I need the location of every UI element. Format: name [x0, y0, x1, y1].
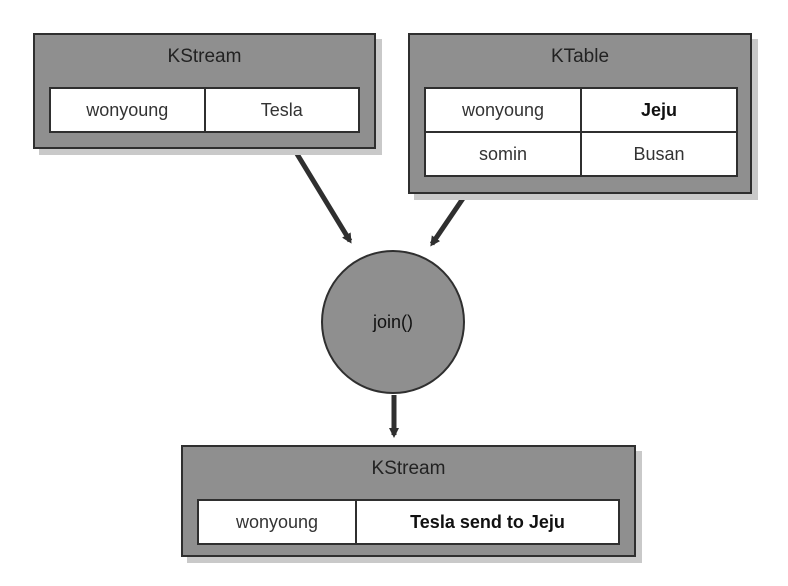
ktable-title: KTable [550, 46, 610, 67]
ktable-row-value: Jeju [580, 89, 736, 131]
kstream-output-title: KStream [371, 458, 446, 479]
kstream-input-title: KStream [167, 46, 242, 67]
kstream-input-record: wonyoung Tesla [49, 87, 360, 133]
ktable-box: KTable wonyoung Jeju somin Busan [408, 33, 752, 194]
ktable-row-key: somin [478, 143, 527, 164]
ktable-row: wonyoung Jeju [424, 87, 738, 133]
join-label: join() [372, 311, 413, 332]
kstream-output-value: Tesla send to Jeju [355, 501, 618, 543]
kstream-output-record: wonyoung Tesla send to Jeju [197, 499, 620, 545]
kstream-output-key: wonyoung [235, 511, 319, 532]
ktable-row-key: wonyoung [461, 99, 545, 120]
ktable-row: somin Busan [424, 131, 738, 177]
ktable-row-value: Busan [580, 133, 736, 175]
kstream-output-box: KStream wonyoung Tesla send to Jeju [181, 445, 636, 557]
kstream-input-value: Tesla [203, 89, 359, 131]
arrow-kstream-to-join [291, 147, 353, 244]
kstream-input-key: wonyoung [86, 99, 169, 120]
kstream-input-box: KStream wonyoung Tesla [33, 33, 376, 149]
arrow-ktable-to-join [429, 192, 469, 247]
join-node: join() [321, 250, 465, 394]
